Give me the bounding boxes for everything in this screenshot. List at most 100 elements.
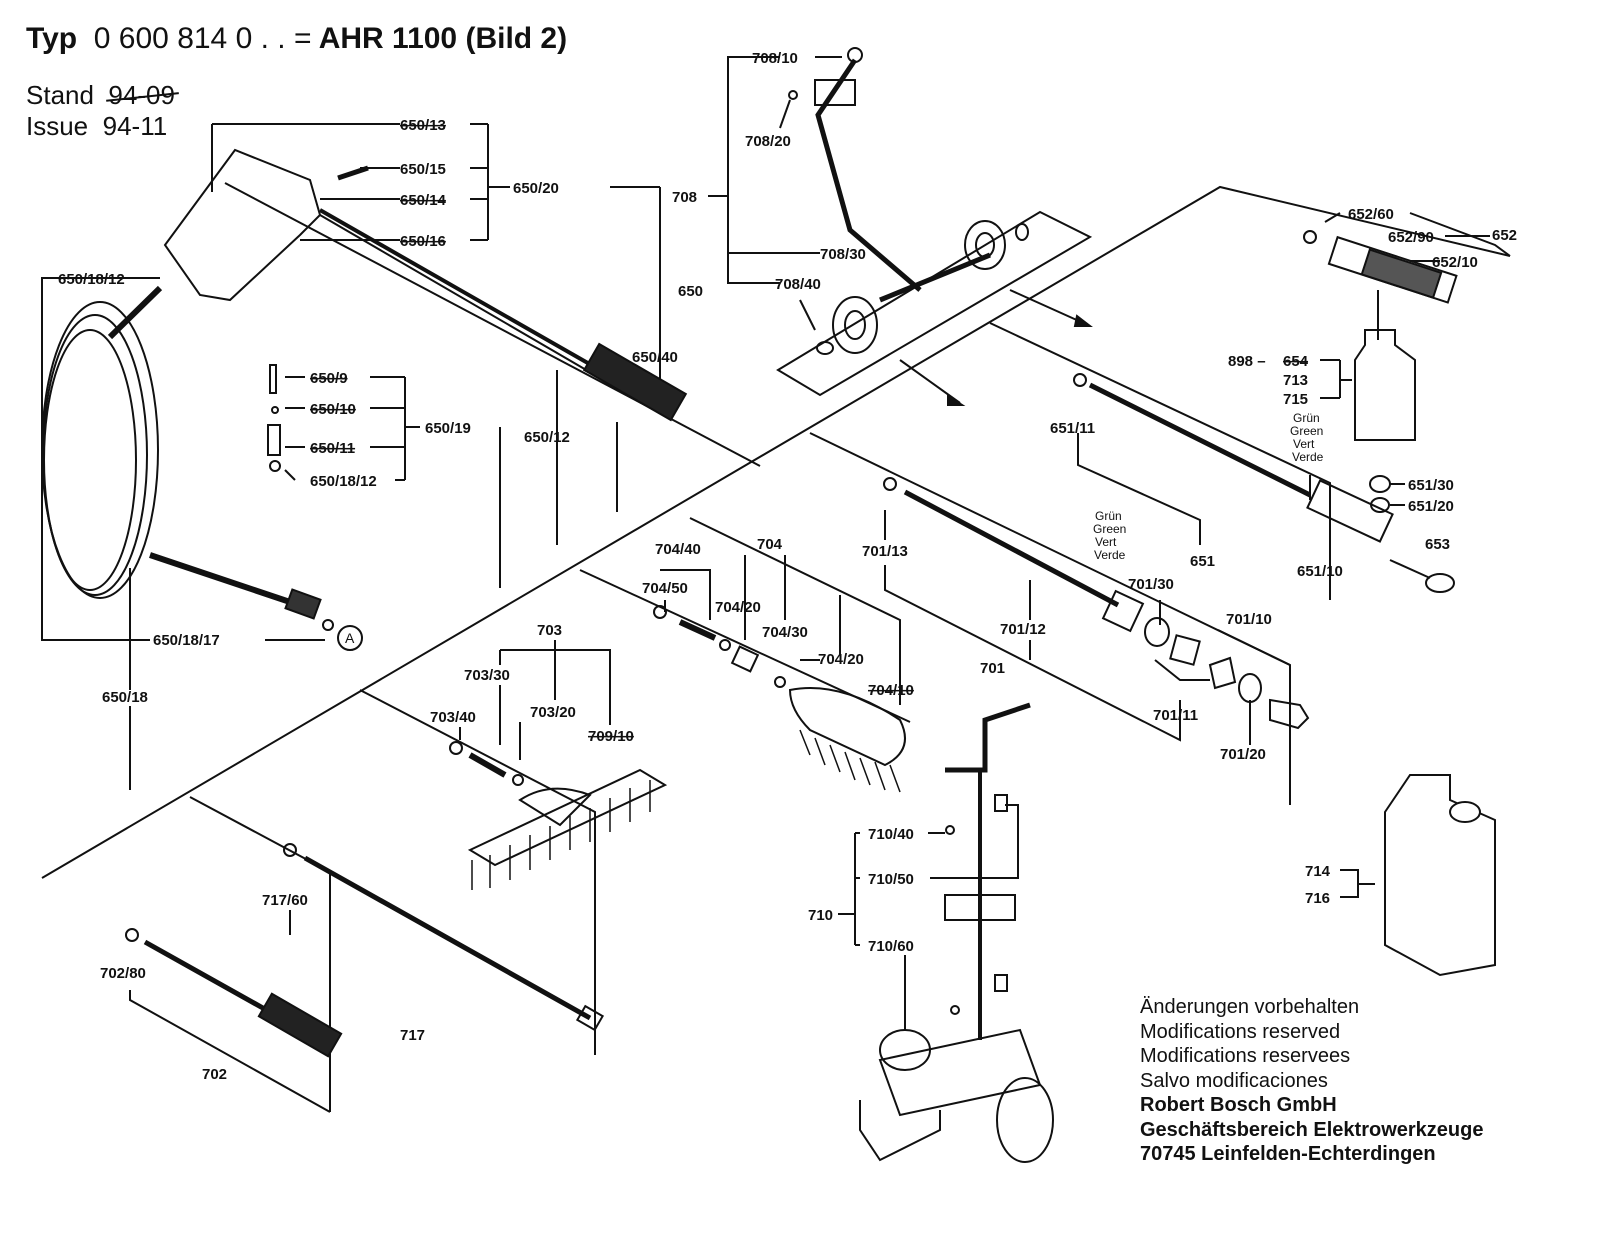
spray-lance-grip xyxy=(582,342,688,422)
lance-nozzle-651 xyxy=(1306,479,1394,543)
label-652: 652 xyxy=(1492,227,1517,244)
label-701-20: 701/20 xyxy=(1220,746,1266,763)
diagram-title: Typ 0 600 814 0 . . = AHR 1100 (Bild 2) xyxy=(26,22,567,56)
label-654: 654 xyxy=(1283,353,1309,370)
label-651: 651 xyxy=(1190,553,1215,570)
frame-line xyxy=(689,517,901,705)
color-label-left-4: Verde xyxy=(1094,548,1126,562)
label-701-13: 701/13 xyxy=(862,543,908,560)
circle-a-marker xyxy=(337,625,363,651)
label-650-14: 650/14 xyxy=(400,192,447,209)
label-701: 701 xyxy=(980,660,1005,677)
label-708-40: 708/40 xyxy=(775,276,821,293)
label-710-50: 710/50 xyxy=(868,871,914,888)
label-701-30: 701/30 xyxy=(1128,576,1174,593)
typ-label: Typ xyxy=(26,22,78,55)
label-708: 708 xyxy=(672,189,697,206)
label-circle-a: A xyxy=(345,630,355,646)
label-653: 653 xyxy=(1425,536,1450,553)
wheel-frame xyxy=(815,58,922,292)
label-714: 714 xyxy=(1305,863,1331,880)
label-717-60: 717/60 xyxy=(262,892,308,909)
label-651-11: 651/11 xyxy=(1050,420,1095,437)
wash-brush-704 xyxy=(788,687,906,767)
frame-line xyxy=(189,796,331,1112)
label-708-10: 708/10 xyxy=(752,50,798,67)
wash-brush-703 xyxy=(467,768,668,867)
label-704-20-upper: 704/20 xyxy=(715,599,761,616)
label-709-10: 709/10 xyxy=(588,728,634,745)
type-number: 0 600 814 0 . . = xyxy=(93,22,312,55)
color-label-right-4: Verde xyxy=(1292,450,1324,464)
color-label-left-3: Vert xyxy=(1095,535,1117,549)
label-652-60: 652/60 xyxy=(1348,206,1394,223)
detergent-canister xyxy=(1384,774,1496,977)
stand-value: 94-09 xyxy=(108,80,175,110)
label-704-10: 704/10 xyxy=(868,682,914,699)
label-650-18: 650/18 xyxy=(102,689,148,706)
label-650-40: 650/40 xyxy=(632,349,678,366)
color-label-right-2: Green xyxy=(1290,424,1323,438)
detergent-bottle xyxy=(1354,329,1416,441)
frame-line xyxy=(989,322,1331,600)
label-704-30: 704/30 xyxy=(762,624,808,641)
footer-notice: Änderungen vorbehalten Modifications res… xyxy=(1140,995,1483,1167)
label-650-18-12-top: 650/18/12 xyxy=(58,271,125,288)
label-710-60: 710/60 xyxy=(868,938,914,955)
label-703-30: 703/30 xyxy=(464,667,510,684)
label-703-40: 703/40 xyxy=(430,709,476,726)
label-650-18-17: 650/18/17 xyxy=(153,632,220,649)
label-701-10: 701/10 xyxy=(1226,611,1272,628)
label-713: 713 xyxy=(1283,372,1308,389)
label-708-20: 708/20 xyxy=(745,133,791,150)
issue-line: Issue 94-11 xyxy=(26,111,167,142)
label-650-12: 650/12 xyxy=(524,429,570,446)
label-650-19: 650/19 xyxy=(425,420,471,437)
label-704-50: 704/50 xyxy=(642,580,688,597)
issue-label: Issue xyxy=(26,111,89,141)
label-710-40: 710/40 xyxy=(868,826,914,843)
label-650-18-12-bottom: 650/18/12 xyxy=(310,473,377,490)
label-701-12: 701/12 xyxy=(1000,621,1046,638)
label-651-30: 651/30 xyxy=(1408,477,1454,494)
label-650-9: 650/9 xyxy=(310,370,348,387)
label-650-16: 650/16 xyxy=(400,233,446,250)
label-652-90: 652/90 xyxy=(1388,229,1434,246)
color-label-left-1: Grün xyxy=(1095,509,1122,523)
label-650-20: 650/20 xyxy=(513,180,559,197)
label-651-10: 651/10 xyxy=(1297,563,1343,580)
footer-line-es: Salvo modificaciones xyxy=(1140,1069,1328,1092)
frame-line xyxy=(809,432,1291,805)
stand-label: Stand xyxy=(26,80,94,110)
label-898: 898 – xyxy=(1228,353,1266,370)
color-label-right-3: Vert xyxy=(1293,437,1315,451)
frame-line xyxy=(224,182,761,467)
label-702: 702 xyxy=(202,1066,227,1083)
label-704: 704 xyxy=(757,536,783,553)
label-702-80: 702/80 xyxy=(100,965,146,982)
trolley-wheel xyxy=(996,1077,1054,1163)
issue-value: 94-11 xyxy=(102,111,168,141)
footer-company: Robert Bosch GmbH xyxy=(1140,1094,1337,1116)
stand-line: Stand 94-09 xyxy=(26,80,175,111)
label-717: 717 xyxy=(400,1027,425,1044)
label-650: 650 xyxy=(678,283,703,300)
color-label-left-2: Green xyxy=(1093,522,1126,536)
label-710: 710 xyxy=(808,907,833,924)
label-704-20-lower: 704/20 xyxy=(818,651,864,668)
label-704-40: 704/40 xyxy=(655,541,701,558)
label-650-15: 650/15 xyxy=(400,161,446,178)
footer-line-de: Änderungen vorbehalten xyxy=(1140,996,1360,1018)
label-708-30: 708/30 xyxy=(820,246,866,263)
label-701-11: 701/11 xyxy=(1153,707,1198,724)
label-715: 715 xyxy=(1283,391,1308,408)
frame-line xyxy=(41,185,1511,879)
label-703: 703 xyxy=(537,622,562,639)
label-716: 716 xyxy=(1305,890,1330,907)
footer-address: 70745 Leinfelden-Echterdingen xyxy=(1140,1143,1436,1165)
footer-line-fr: Modifications reservees xyxy=(1140,1045,1351,1067)
trolley-basket xyxy=(878,1028,1042,1117)
footer-division: Geschäftsbereich Elektrowerkzeuge xyxy=(1140,1118,1484,1141)
wheel-left xyxy=(832,296,878,354)
